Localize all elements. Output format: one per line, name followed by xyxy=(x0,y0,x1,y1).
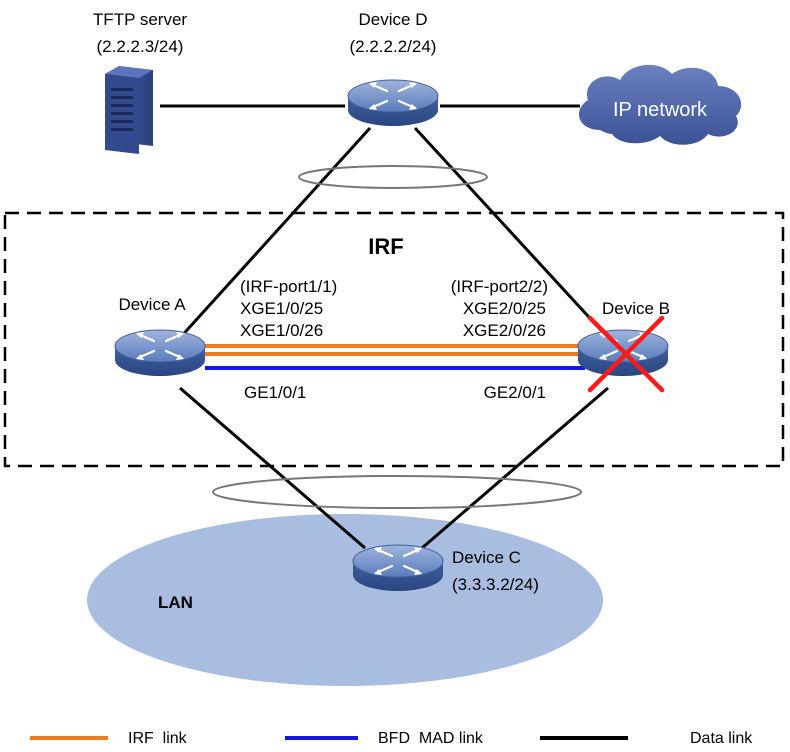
legend-irf-label: IRF link xyxy=(128,730,188,747)
server-icon xyxy=(105,66,153,154)
irf-links xyxy=(205,344,585,356)
aggregation-ellipse-upper xyxy=(298,165,488,189)
data-links xyxy=(160,104,612,550)
device-b-port-1: XGE2/0/25 xyxy=(463,299,546,318)
legend-data-label: Data link xyxy=(690,730,753,747)
device-a-port-1: XGE1/0/25 xyxy=(240,299,323,318)
cloud-icon xyxy=(578,64,742,145)
irf-boundary xyxy=(3,211,785,468)
device-d-name: Device D xyxy=(359,10,428,29)
device-a-name: Device A xyxy=(118,295,186,314)
legend-bfd-label: BFD MAD link xyxy=(378,730,484,747)
device-a-port-2: XGE1/0/26 xyxy=(240,321,323,340)
device-d-address: (2.2.2.2/24) xyxy=(350,37,437,56)
device-b-bfd-port: GE2/0/1 xyxy=(484,383,546,402)
link-device-b-to-device-c xyxy=(421,386,609,550)
device-c-name: Device C xyxy=(452,548,521,567)
aggregation-ellipse-lower xyxy=(212,475,582,509)
irf-label: IRF xyxy=(368,234,403,259)
device-a-irf-port: (IRF-port1/1) xyxy=(240,277,337,296)
ip-network-label: IP network xyxy=(613,99,708,121)
link-device-a-to-device-c xyxy=(179,386,366,550)
switch-icon xyxy=(346,78,440,128)
failure-cross-icon xyxy=(587,315,665,393)
device-b-name: Device B xyxy=(602,299,670,318)
lan-label: LAN xyxy=(158,593,193,612)
device-b-irf-port: (IRF-port2/2) xyxy=(451,277,548,296)
device-a-bfd-port: GE1/0/1 xyxy=(244,383,306,402)
legend: IRF link BFD MAD link Data link xyxy=(30,730,753,747)
device-c-address: (3.3.3.2/24) xyxy=(452,575,539,594)
switch-icon xyxy=(351,543,445,593)
tftp-server-name: TFTP server xyxy=(93,10,187,29)
link-device-d-to-device-b xyxy=(413,126,612,342)
switch-icon xyxy=(113,328,207,378)
lan-area xyxy=(87,514,603,686)
link-device-d-to-device-a xyxy=(176,126,372,342)
device-b-port-2: XGE2/0/26 xyxy=(463,321,546,340)
tftp-server-address: (2.2.2.3/24) xyxy=(97,37,184,56)
